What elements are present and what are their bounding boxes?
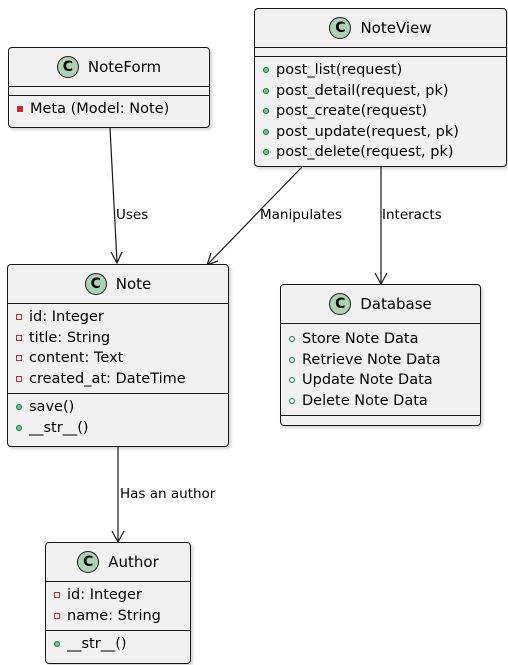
class-noteform[interactable]: C NoteForm Meta (Model: Note) <box>8 47 210 128</box>
class-methods: __str__() <box>46 631 190 659</box>
private-filled-icon <box>17 106 23 113</box>
public-filled-icon <box>263 128 269 135</box>
field-row: content: Text <box>16 348 220 369</box>
public-open-icon <box>289 356 295 363</box>
public-filled-icon <box>263 108 269 115</box>
method-row: save() <box>16 397 220 418</box>
field-text: Delete Note Data <box>302 392 428 409</box>
field-text: Meta (Model: Note) <box>30 101 170 118</box>
private-open-icon <box>16 355 22 362</box>
edge-label-interacts: Interacts <box>382 207 442 223</box>
manipulates-edge <box>207 166 303 265</box>
edge-label-uses: Uses <box>116 207 149 223</box>
method-row: post_list(request) <box>263 60 498 81</box>
class-c-icon: C <box>84 273 107 295</box>
field-text: Retrieve Note Data <box>302 351 441 368</box>
public-filled-icon <box>16 424 22 431</box>
field-row: Retrieve Note Data <box>289 350 472 371</box>
field-row: Store Note Data <box>289 329 472 350</box>
method-text: post_list(request) <box>276 62 403 79</box>
class-header: C NoteView <box>255 9 506 48</box>
uses-edge <box>109 127 118 263</box>
field-text: id: Integer <box>67 587 142 604</box>
field-text: created_at: DateTime <box>29 370 186 387</box>
private-open-icon <box>54 592 60 599</box>
class-methods <box>281 416 480 424</box>
class-c-icon: C <box>329 17 352 39</box>
class-methods: post_list(request) post_detail(request, … <box>255 57 506 167</box>
method-row: post_update(request, pk) <box>263 122 498 143</box>
edge-label-has-author: Has an author <box>120 486 216 502</box>
field-text: Store Note Data <box>302 331 419 348</box>
public-filled-icon <box>54 641 60 648</box>
class-note[interactable]: C Note id: Integer title: String content… <box>7 264 229 447</box>
field-row: name: String <box>54 606 182 627</box>
class-author[interactable]: C Author id: Integer name: String __str_… <box>45 542 191 664</box>
class-fields: Store Note Data Retrieve Note Data Updat… <box>281 324 480 416</box>
class-header: C NoteForm <box>9 48 209 87</box>
public-filled-icon <box>16 404 22 411</box>
class-spacer <box>9 87 209 96</box>
method-text: post_create(request) <box>276 103 428 120</box>
class-name: Note <box>115 275 152 293</box>
field-row: Delete Note Data <box>289 391 472 412</box>
method-text: __str__() <box>67 636 127 653</box>
class-header: C Note <box>8 265 228 304</box>
public-open-icon <box>289 336 295 343</box>
field-text: content: Text <box>29 350 124 367</box>
class-c-icon: C <box>77 551 100 573</box>
method-row: post_create(request) <box>263 101 498 122</box>
private-open-icon <box>16 314 22 321</box>
private-open-icon <box>16 375 22 382</box>
class-name: Database <box>360 295 432 313</box>
public-open-icon <box>289 397 295 404</box>
method-text: __str__() <box>29 419 89 436</box>
field-row: Meta (Model: Note) <box>17 99 201 120</box>
class-c-icon: C <box>56 56 79 78</box>
method-row: __str__() <box>54 634 182 655</box>
method-text: save() <box>29 399 75 416</box>
public-filled-icon <box>263 67 269 74</box>
private-open-icon <box>54 612 60 619</box>
method-row: post_detail(request, pk) <box>263 81 498 102</box>
field-text: Update Note Data <box>302 372 433 389</box>
method-text: post_update(request, pk) <box>276 123 459 140</box>
field-row: Update Note Data <box>289 370 472 391</box>
public-filled-icon <box>263 87 269 94</box>
method-text: post_detail(request, pk) <box>276 82 449 99</box>
class-name: Author <box>108 553 159 571</box>
class-methods: save() __str__() <box>8 394 228 442</box>
field-row: id: Integer <box>54 585 182 606</box>
field-row: title: String <box>16 328 220 349</box>
public-filled-icon <box>263 149 269 156</box>
class-name: NoteForm <box>87 58 162 76</box>
edge-label-manipulates: Manipulates <box>260 207 343 223</box>
method-text: post_delete(request, pk) <box>276 144 454 161</box>
class-fields: id: Integer name: String <box>46 582 190 631</box>
private-open-icon <box>16 334 22 341</box>
field-text: name: String <box>67 607 161 624</box>
field-text: title: String <box>29 329 111 346</box>
class-fields: Meta (Model: Note) <box>9 96 209 124</box>
public-open-icon <box>289 377 295 384</box>
field-row: id: Integer <box>16 307 220 328</box>
method-row: post_delete(request, pk) <box>263 142 498 163</box>
class-name: NoteView <box>360 19 432 37</box>
uses-arrowhead <box>110 251 123 265</box>
class-fields: id: Integer title: String content: Text … <box>8 304 228 394</box>
class-c-icon: C <box>329 293 352 315</box>
field-text: id: Integer <box>29 309 104 326</box>
field-row: created_at: DateTime <box>16 369 220 390</box>
class-header: C Database <box>281 285 480 324</box>
method-row: __str__() <box>16 418 220 439</box>
class-fields <box>255 48 506 57</box>
class-noteview[interactable]: C NoteView post_list(request) post_detai… <box>254 8 507 167</box>
class-header: C Author <box>46 543 190 582</box>
class-database[interactable]: C Database Store Note Data Retrieve Note… <box>280 284 481 426</box>
